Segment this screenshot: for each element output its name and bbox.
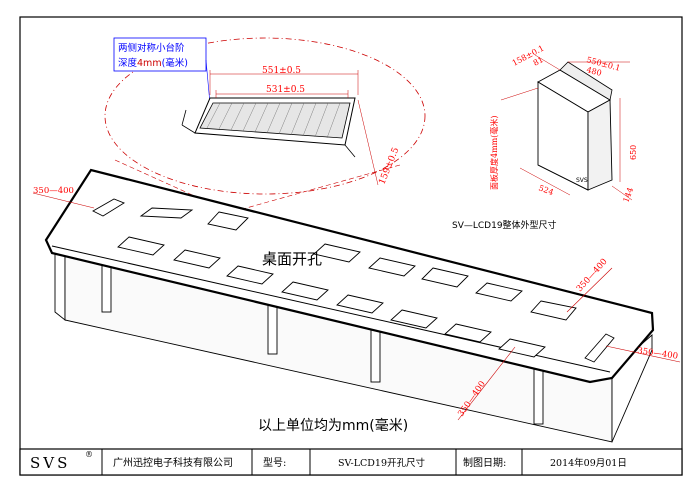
callout-note-leader: [205, 59, 211, 105]
device-caption: SV—LCD19整体外型尺寸: [452, 219, 557, 231]
cutouts-front-row: [117, 236, 615, 363]
dim-81-label: 81: [532, 55, 545, 68]
cutouts-back-row: [92, 198, 577, 321]
desk-label: 桌面开孔: [262, 250, 322, 268]
dim-524-line: [519, 167, 571, 196]
date-value: 2014年09月01日: [550, 457, 627, 469]
unit-note: 以上单位均为mm(毫米): [258, 417, 408, 434]
registered-mark: ®: [85, 450, 93, 459]
callout-ellipse: [104, 37, 426, 195]
device-lid: [559, 61, 613, 101]
title-block-frame: [19, 448, 683, 476]
device-base-edge: [537, 164, 589, 191]
desk-leg-2: [267, 299, 278, 355]
dim-right-leader: [605, 345, 681, 363]
device-side-note: 面板厚度4mm(毫米): [489, 115, 499, 190]
dim-right-upper-leader: [566, 267, 613, 313]
device-drawing: SVS 158±0.1 81 550±0.1 480 650 524 144 面…: [452, 44, 638, 231]
dim-531-label: 531±0.5: [266, 85, 305, 95]
desk-top: [44, 168, 655, 384]
dim-158-leader: [534, 54, 561, 71]
dim-bottom-leader: [457, 346, 516, 421]
dim-551-label: 551±0.5: [262, 66, 301, 76]
dim-144-label: 144: [621, 186, 635, 203]
slot-edge-left2: [181, 109, 187, 126]
side-note-leader: [500, 87, 539, 101]
callout-note-line2: 深度4mm(毫米): [118, 57, 188, 69]
dim-144-line: [611, 185, 633, 201]
callout-note-line1: 两侧对称小台阶: [118, 42, 185, 54]
date-label: 制图日期:: [463, 456, 506, 469]
device-brand-mark: SVS: [576, 177, 588, 184]
callout-note-box: [113, 37, 207, 72]
dim-left-label: 350—400: [33, 186, 74, 196]
dim-650-label: 650: [629, 145, 638, 160]
dim-480-label: 480: [585, 65, 602, 78]
slot-hatching: [206, 102, 341, 139]
device-side: [587, 99, 613, 191]
dim-left-leader: [32, 192, 95, 209]
dim-line-159: [357, 99, 379, 186]
title-block-logo: SVS: [30, 454, 70, 472]
callout-leader-right: [231, 164, 401, 213]
dim-159-label: 159±0.5: [378, 146, 402, 186]
slot-edge-left: [181, 124, 196, 134]
desk-leg-1: [101, 261, 112, 313]
desk-drawing: 桌面开孔 350—400 350—400 350—400 350—400: [32, 168, 681, 443]
model-value: SV-LCD19开孔尺寸: [338, 457, 425, 469]
model-label: 型号:: [263, 456, 286, 469]
slot-edge-right: [344, 144, 356, 158]
title-block: SVS ® 广州迅控电子科技有限公司 型号: SV-LCD19开孔尺寸 制图日期…: [19, 448, 683, 476]
company-name: 广州迅控电子科技有限公司: [113, 456, 233, 469]
